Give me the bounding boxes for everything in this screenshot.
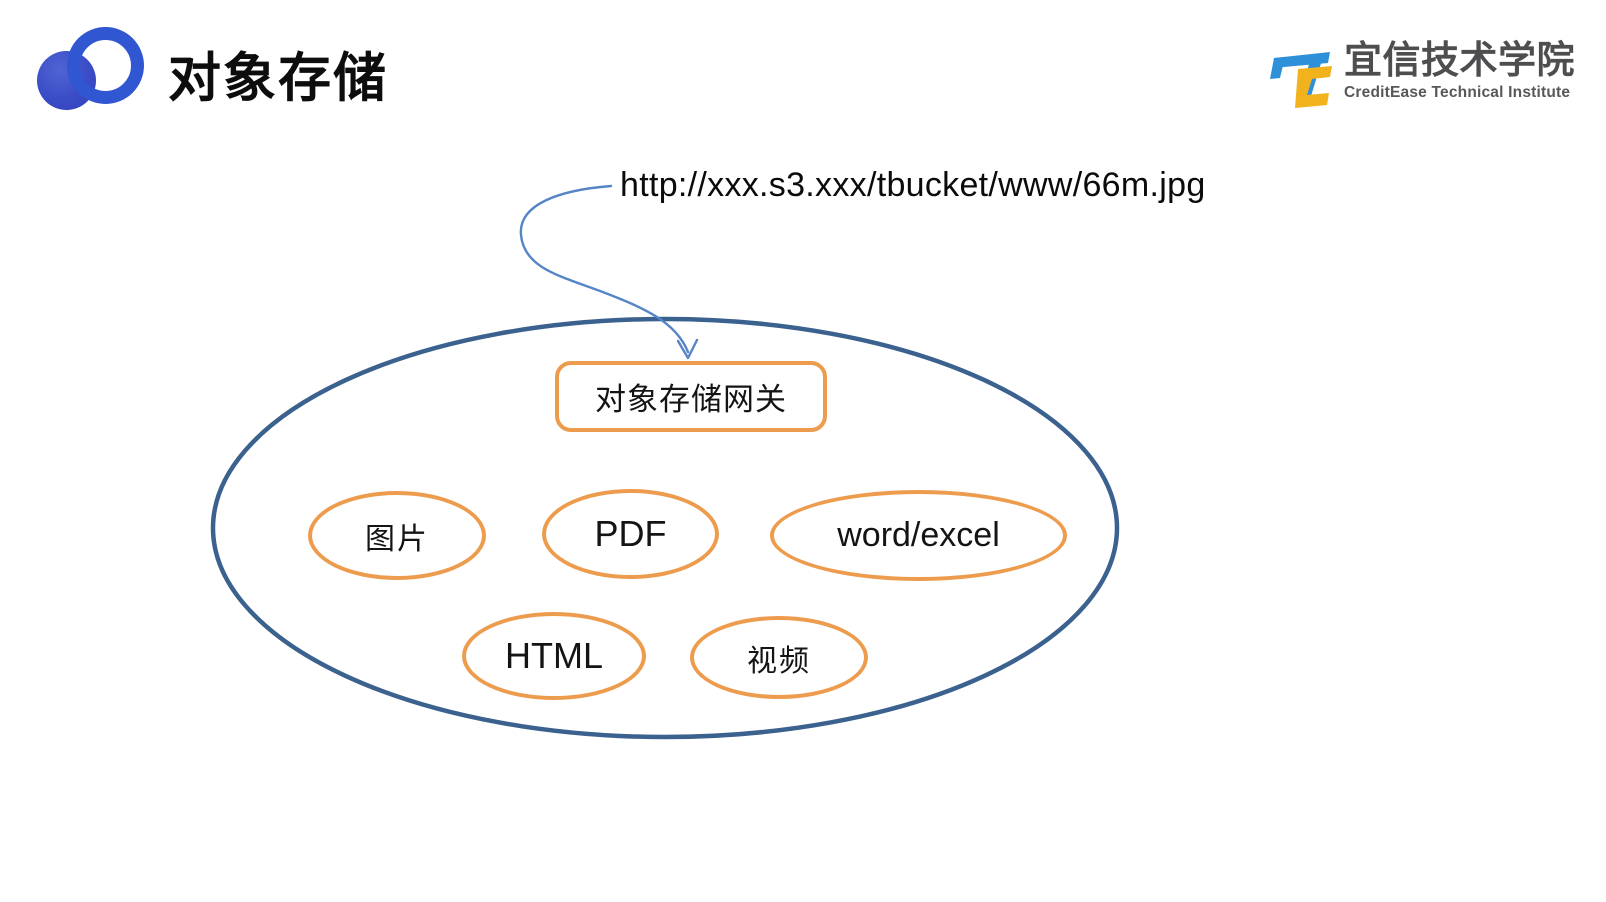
brand-name: 宜信技术学院 <box>1344 40 1576 82</box>
creditease-tc-icon <box>1270 52 1332 108</box>
node-pdf-label: PDF <box>594 513 667 554</box>
node-word-excel: word/excel <box>770 490 1067 581</box>
object-url-label: http://xxx.s3.xxx/tbucket/www/66m.jpg <box>620 166 1206 204</box>
gateway-node: 对象存储网关 <box>555 361 827 432</box>
gateway-label: 对象存储网关 <box>595 382 787 417</box>
node-html-label: HTML <box>505 635 603 676</box>
node-word-excel-label: word/excel <box>837 516 1000 554</box>
node-pdf: PDF <box>542 489 719 579</box>
node-html: HTML <box>462 612 646 700</box>
node-image: 图片 <box>308 491 486 580</box>
object-storage-logo-icon <box>0 0 170 130</box>
node-video-label: 视频 <box>747 644 811 678</box>
brand-subtitle: CreditEase Technical Institute <box>1344 84 1571 101</box>
brand-text: 宜信技术学院 CreditEase Technical Institute <box>1344 40 1575 102</box>
brand-logo: 宜信技术学院 CreditEase Technical Institute <box>1240 30 1600 120</box>
node-video: 视频 <box>690 616 868 699</box>
url-to-gateway-arrow <box>519 184 690 354</box>
page-title: 对象存储 <box>168 49 388 108</box>
node-image-label: 图片 <box>365 522 429 556</box>
logo-ring-icon <box>67 27 144 104</box>
arrowhead-icon <box>676 338 699 360</box>
